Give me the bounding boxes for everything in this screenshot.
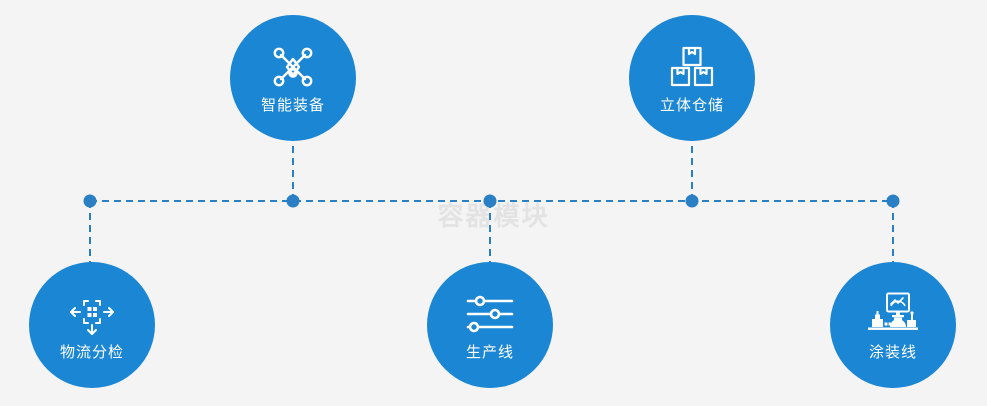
bubble-painting-line[interactable]: 涂装线 [830, 262, 956, 388]
bubble-logistics-sorting[interactable]: 物流分检 [29, 262, 155, 388]
bubble-label-production-line: 生产线 [465, 343, 514, 361]
bubble-label-smart-equipment: 智能装备 [260, 96, 325, 114]
factory-monitor-icon [865, 291, 921, 337]
bubble-label-painting-line: 涂装线 [868, 343, 917, 361]
sorting-arrows-icon [64, 291, 120, 337]
bubble-production-line[interactable]: 生产线 [427, 262, 553, 388]
bubble-smart-equipment[interactable]: 智能装备 [230, 15, 356, 141]
node-dot-1[interactable] [83, 194, 97, 208]
bubble-label-logistics-sorting: 物流分检 [59, 343, 124, 361]
node-dot-5[interactable] [886, 194, 900, 208]
sliders-icon [462, 291, 518, 337]
node-dot-3[interactable] [483, 194, 497, 208]
node-dot-2[interactable] [286, 194, 300, 208]
bubble-label-stereo-warehouse: 立体仓储 [659, 96, 724, 114]
bubble-stereo-warehouse: 立体仓储 [629, 15, 755, 141]
stacked-boxes-icon [664, 44, 720, 90]
node-dot-4[interactable] [685, 194, 699, 208]
network-nodes-icon [265, 44, 321, 90]
